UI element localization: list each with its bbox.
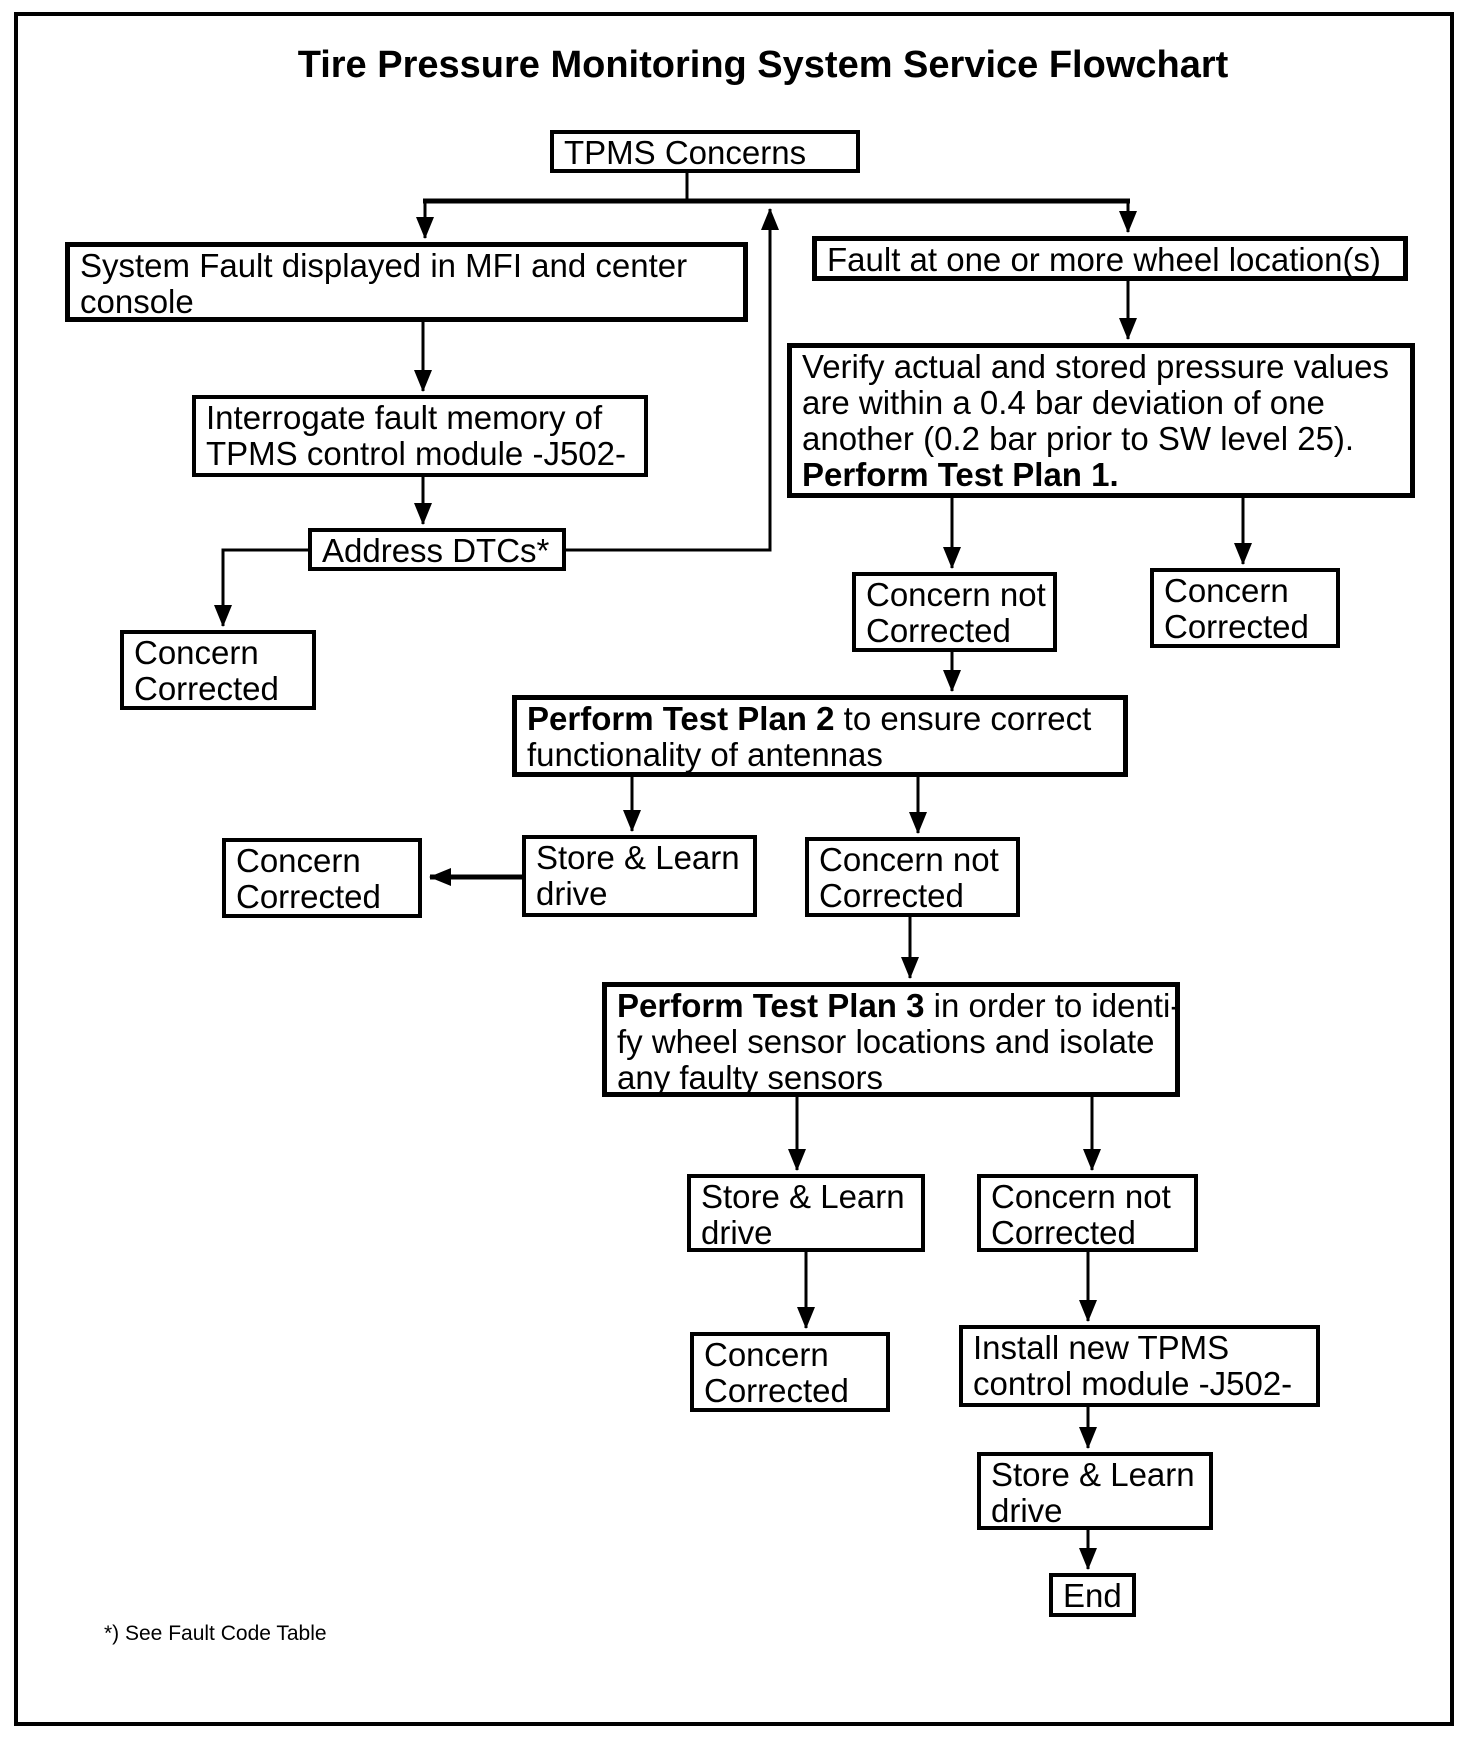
node-interrogate-line2: TPMS control module -J502- (206, 435, 626, 472)
node-address-dtcs: Address DTCs* (308, 528, 566, 571)
arrow-address-dtcs-to-concern-corrected (214, 548, 308, 627)
node-test-plan-2-line1: Perform Test Plan 2 to ensure correct (527, 701, 1113, 737)
node-cc4-line2: Corrected (704, 1372, 849, 1409)
page-border (14, 12, 1454, 1726)
node-cc2-line2: Corrected (1164, 608, 1309, 645)
footnote: *) See Fault Code Table (104, 1622, 327, 1645)
node-fault-wheel-label: Fault at one or more wheel location(s) (827, 241, 1381, 278)
page-title: Tire Pressure Monitoring System Service … (297, 44, 1229, 86)
arrow-address-dtcs-return-up (566, 208, 779, 552)
node-test-plan-3: Perform Test Plan 3 in order to identi- … (602, 982, 1181, 1097)
node-sl3-line2: drive (991, 1492, 1063, 1529)
node-test-plan-3-rest: in order to identi- (924, 987, 1182, 1024)
node-interrogate-line1: Interrogate fault memory of (206, 399, 603, 436)
node-fault-wheel: Fault at one or more wheel location(s) (812, 236, 1408, 281)
node-concern-corrected-1: Concern Corrected (120, 630, 316, 710)
node-cc3-line1: Concern (236, 842, 361, 879)
node-store-learn-3: Store & Learn drive (977, 1452, 1213, 1530)
node-concern-corrected-1-line1: Concern (134, 634, 259, 671)
node-end: End (1049, 1573, 1136, 1617)
node-cnc3-line1: Concern not (991, 1178, 1171, 1215)
node-install-line1: Install new TPMS (973, 1329, 1230, 1366)
node-verify-line3: another (0.2 bar prior to SW level 25). (802, 420, 1355, 457)
node-concern-not-corrected-2: Concern not Corrected (805, 837, 1020, 917)
node-sl2-line2: drive (701, 1214, 773, 1251)
node-concern-corrected-2: Concern Corrected (1150, 568, 1340, 648)
node-verify-line1: Verify actual and stored pressure values (802, 348, 1389, 385)
node-install-line2: control module -J502- (973, 1365, 1293, 1402)
node-test-plan-3-line1: Perform Test Plan 3 in order to identi- (617, 987, 1181, 1024)
node-system-fault-line2: console (80, 283, 194, 320)
node-cc2-line1: Concern (1164, 572, 1289, 609)
node-cc3-line2: Corrected (236, 878, 381, 915)
node-sl2-line1: Store & Learn (701, 1178, 905, 1215)
node-test-plan-2: Perform Test Plan 2 to ensure correct fu… (512, 695, 1128, 777)
node-concern-not-corrected-1: Concern not Corrected (852, 572, 1057, 652)
node-concern-not-corrected-3: Concern not Corrected (977, 1174, 1198, 1252)
node-address-dtcs-label: Address DTCs* (322, 532, 550, 569)
node-test-plan-3-bold: Perform Test Plan 3 (617, 987, 925, 1024)
node-sl1-line1: Store & Learn (536, 839, 740, 876)
node-cnc1-line1: Concern not (866, 576, 1046, 613)
node-cnc2-line1: Concern not (819, 841, 999, 878)
node-store-learn-1: Store & Learn drive (522, 835, 757, 917)
node-tpms-concerns-label: TPMS Concerns (564, 134, 807, 171)
node-test-plan-3-line2: fy wheel sensor locations and isolate (617, 1023, 1155, 1060)
node-sl3-line1: Store & Learn (991, 1456, 1195, 1493)
node-concern-corrected-1-line2: Corrected (134, 670, 279, 707)
node-system-fault-line1: System Fault displayed in MFI and center (80, 247, 688, 284)
node-verify-pressure: Verify actual and stored pressure values… (787, 343, 1415, 498)
node-test-plan-2-bold: Perform Test Plan 2 (527, 700, 835, 737)
node-concern-corrected-3: Concern Corrected (222, 838, 422, 918)
node-tpms-concerns: TPMS Concerns (550, 130, 860, 173)
node-test-plan-2-rest: to ensure correct (834, 700, 1092, 737)
node-cnc1-line2: Corrected (866, 612, 1011, 649)
node-interrogate: Interrogate fault memory of TPMS control… (192, 395, 648, 477)
node-store-learn-2: Store & Learn drive (687, 1174, 925, 1252)
node-system-fault: System Fault displayed in MFI and center… (65, 242, 748, 322)
node-test-plan-3-line3: any faulty sensors (617, 1059, 883, 1096)
node-cnc3-line2: Corrected (991, 1214, 1136, 1251)
node-test-plan-2-line2: functionality of antennas (527, 736, 883, 773)
node-sl1-line2: drive (536, 875, 608, 912)
node-install-module: Install new TPMS control module -J502- (959, 1325, 1320, 1407)
node-concern-corrected-4: Concern Corrected (690, 1332, 890, 1412)
node-verify-line2: are within a 0.4 bar deviation of one (802, 384, 1325, 421)
node-cc4-line1: Concern (704, 1336, 829, 1373)
node-end-label: End (1063, 1577, 1122, 1614)
node-verify-line4-bold: Perform Test Plan 1. (802, 456, 1119, 493)
node-cnc2-line2: Corrected (819, 877, 964, 914)
